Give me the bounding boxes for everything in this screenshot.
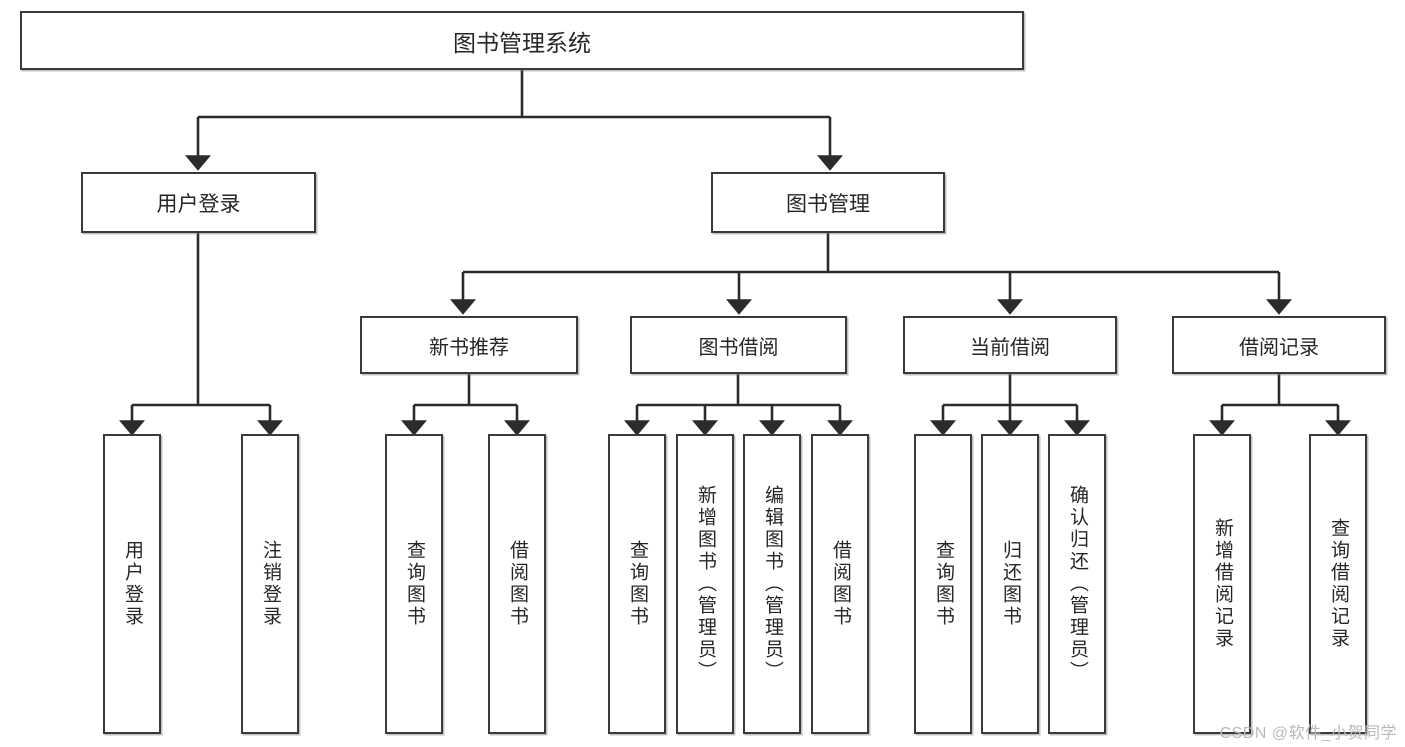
leaf-user-login-logout[interactable]: 注销登录 [241,434,299,734]
leaf-current-borrow-return[interactable]: 归还图书 [981,434,1039,734]
leaf-book-borrow-query[interactable]: 查询图书 [608,434,666,734]
leaf-label: 编辑图书（管理员） [761,485,783,683]
leaf-label: 注销登录 [259,540,281,628]
leaf-label: 查询图书 [626,540,648,628]
leaf-user-login-login[interactable]: 用户登录 [103,434,161,734]
node-root[interactable]: 图书管理系统 [20,11,1024,70]
node-new-book-recommend-label: 新书推荐 [429,336,509,359]
leaf-book-borrow-add[interactable]: 新增图书（管理员） [676,434,734,734]
leaf-new-book-query[interactable]: 查询图书 [385,434,443,734]
leaf-label: 查询借阅记录 [1327,518,1349,650]
leaf-label: 借阅图书 [506,540,528,628]
leaf-label: 用户登录 [121,540,143,628]
node-book-management-label: 图书管理 [786,192,870,216]
node-current-borrow-label: 当前借阅 [970,336,1050,359]
leaf-label: 归还图书 [999,540,1021,628]
leaf-current-borrow-confirm-return[interactable]: 确认归还（管理员） [1048,434,1106,734]
node-user-login[interactable]: 用户登录 [81,172,316,233]
leaf-label: 查询图书 [403,540,425,628]
node-current-borrow[interactable]: 当前借阅 [903,316,1117,374]
leaf-new-book-borrow[interactable]: 借阅图书 [488,434,546,734]
leaf-borrow-record-query[interactable]: 查询借阅记录 [1309,434,1367,734]
node-book-borrow[interactable]: 图书借阅 [630,316,847,374]
leaf-label: 查询图书 [932,540,954,628]
node-borrow-record[interactable]: 借阅记录 [1172,316,1386,374]
node-user-login-label: 用户登录 [156,192,241,216]
leaf-borrow-record-add[interactable]: 新增借阅记录 [1193,434,1251,734]
node-new-book-recommend[interactable]: 新书推荐 [360,316,578,374]
node-book-management[interactable]: 图书管理 [711,172,945,233]
watermark: CSDN @软件_小贺同学 [1219,725,1397,742]
leaf-current-borrow-query[interactable]: 查询图书 [914,434,972,734]
leaf-label: 新增图书（管理员） [694,485,716,683]
leaf-label: 确认归还（管理员） [1066,485,1088,683]
node-book-borrow-label: 图书借阅 [698,336,779,359]
node-root-label: 图书管理系统 [453,29,591,56]
leaf-book-borrow-borrow[interactable]: 借阅图书 [811,434,869,734]
leaf-label: 新增借阅记录 [1211,518,1233,650]
leaf-label: 借阅图书 [829,540,851,628]
leaf-book-borrow-edit[interactable]: 编辑图书（管理员） [743,434,801,734]
node-borrow-record-label: 借阅记录 [1239,336,1319,359]
